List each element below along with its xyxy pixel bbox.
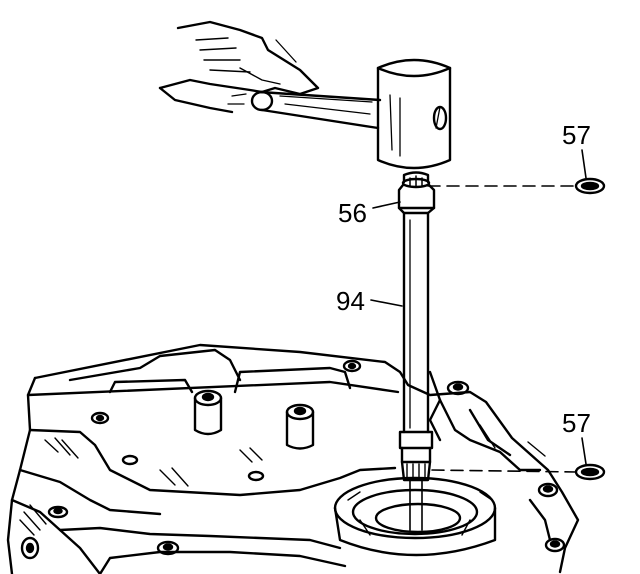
seal-ring-top-drawing [574, 177, 606, 195]
housing-drawing [6, 343, 580, 574]
mallet-drawing [258, 58, 452, 170]
callout-94: 94 [336, 286, 365, 316]
callout-56: 56 [338, 198, 367, 228]
seal-ring-bottom-drawing [574, 463, 606, 481]
callout-57-bottom: 57 [562, 408, 591, 438]
leader-lines [370, 149, 587, 473]
installer-tool-drawing [397, 171, 436, 531]
hand-drawing [158, 20, 320, 114]
callout-57-top: 57 [562, 120, 591, 150]
